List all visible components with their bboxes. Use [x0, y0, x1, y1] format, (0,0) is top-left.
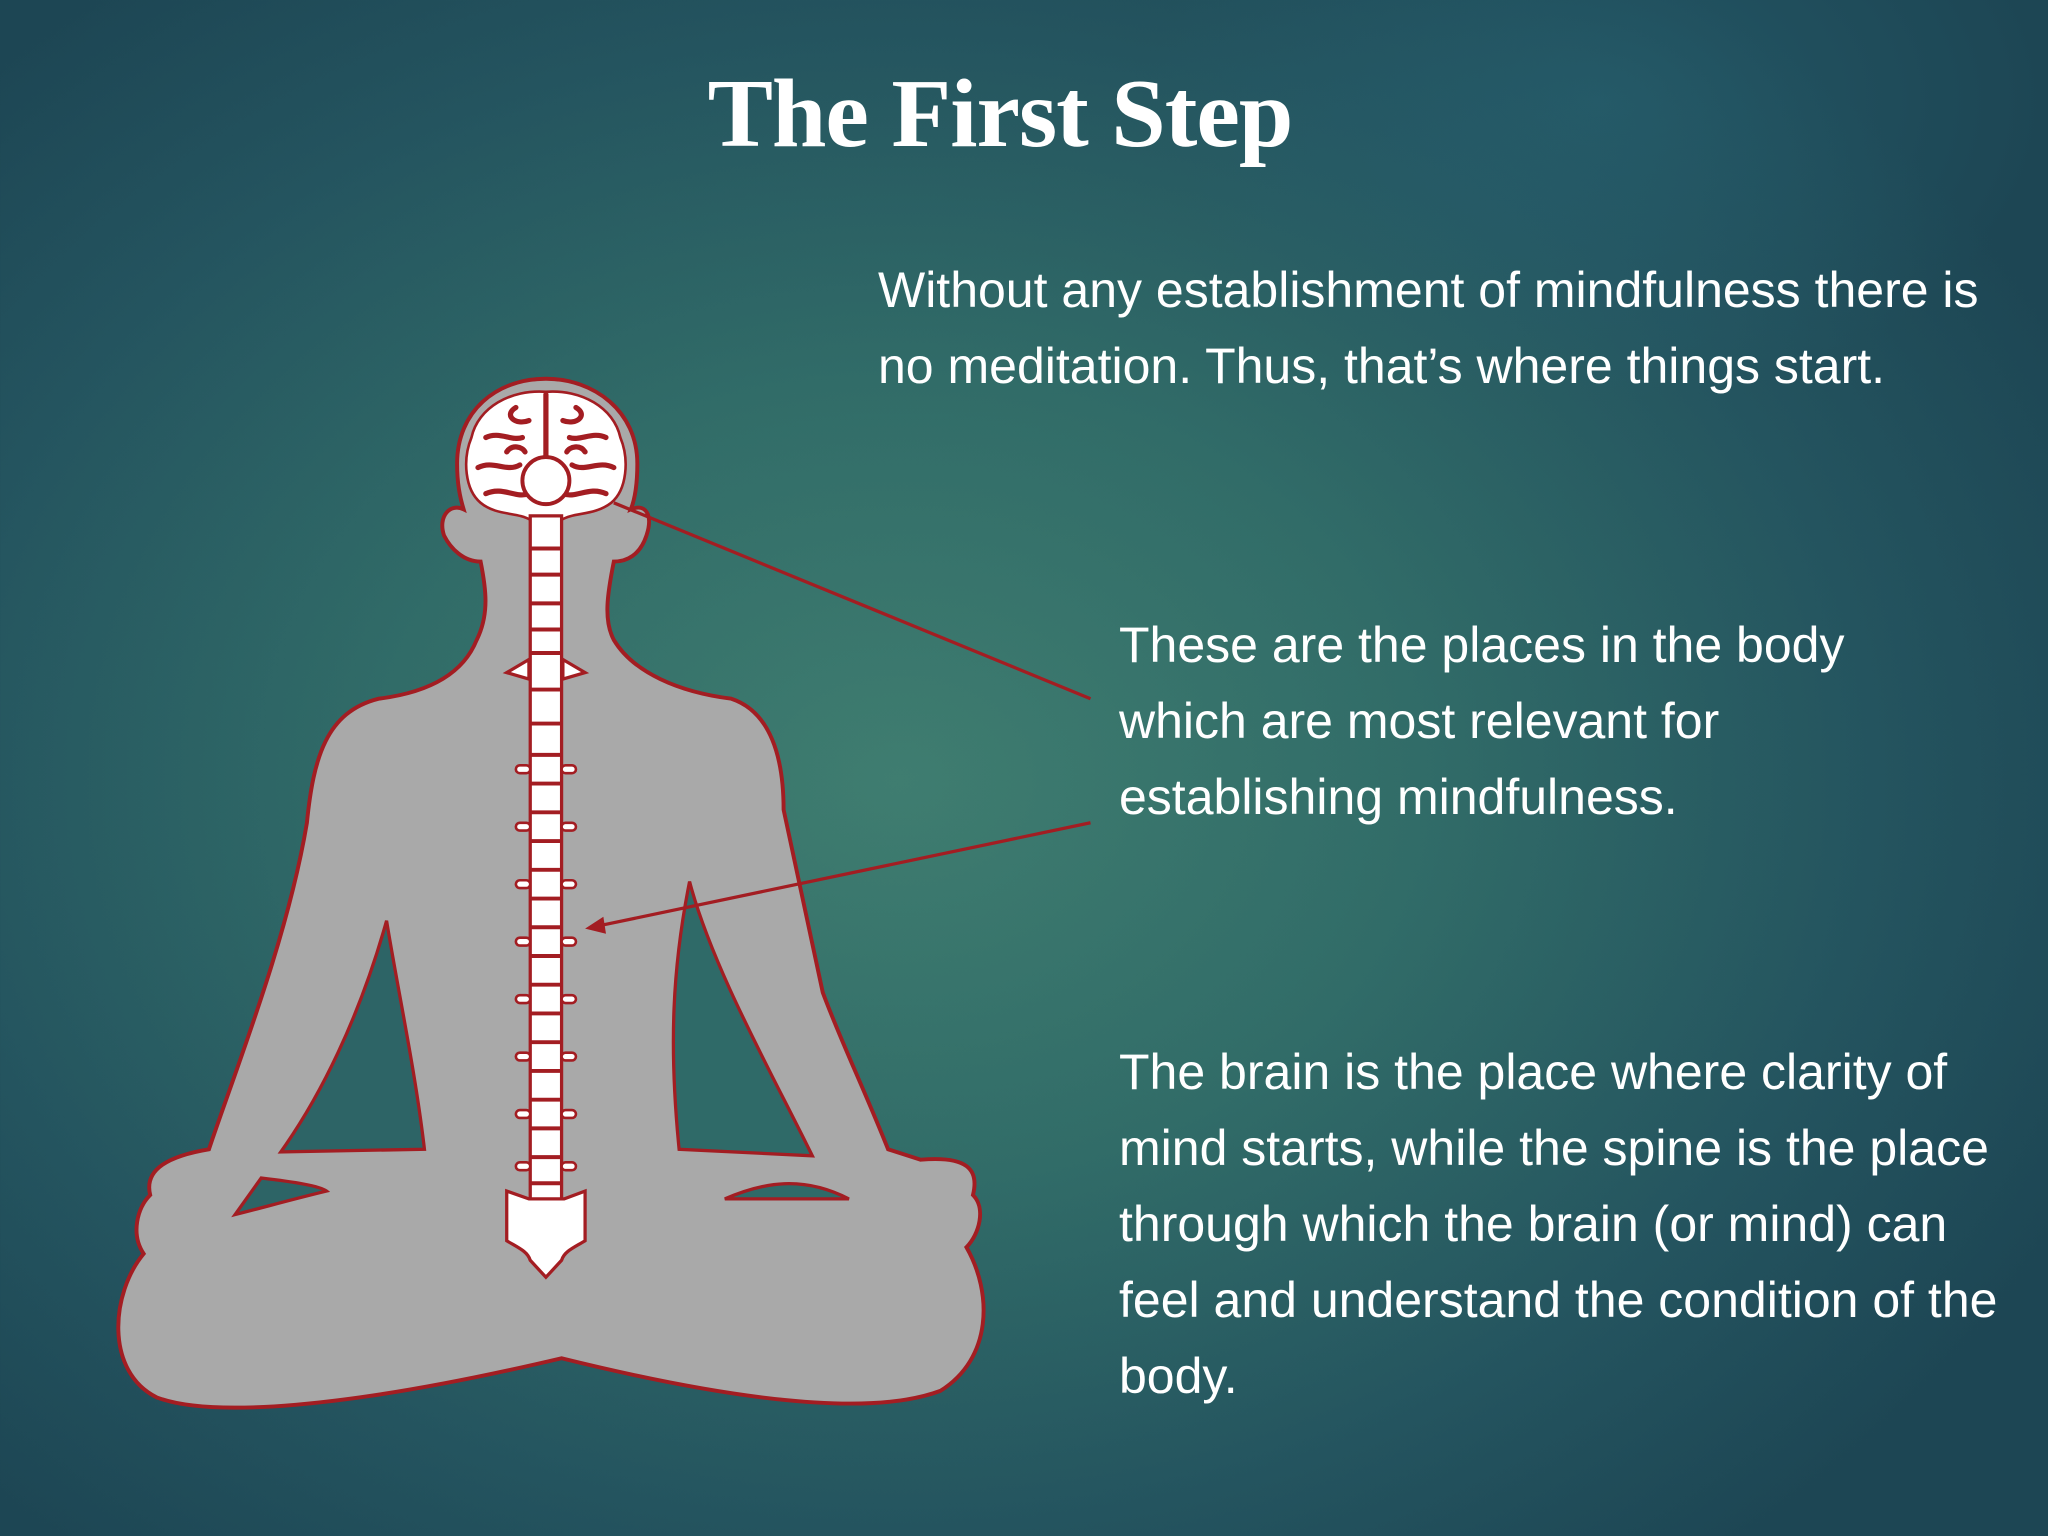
slide-title: The First Step — [707, 60, 1294, 168]
spine-icon — [502, 514, 590, 1280]
intro-paragraph: Without any establishment of mindfulness… — [878, 262, 1979, 394]
right-lap-gap — [724, 1182, 850, 1201]
arrowhead-icon — [585, 916, 606, 934]
right-arm-gap — [671, 881, 816, 1158]
callout-paragraph: These are the places in the body which a… — [1119, 617, 1845, 825]
left-arm-gap — [277, 920, 427, 1154]
explanation-paragraph: The brain is the place where clarity of … — [1119, 1044, 1998, 1404]
sacrum — [505, 1188, 587, 1280]
spine-pointer-line — [597, 821, 1091, 928]
brain-pointer-line — [613, 501, 1092, 701]
left-lap-gap — [231, 1176, 331, 1218]
callout-lines — [585, 501, 1092, 934]
brain-icon — [464, 390, 627, 522]
